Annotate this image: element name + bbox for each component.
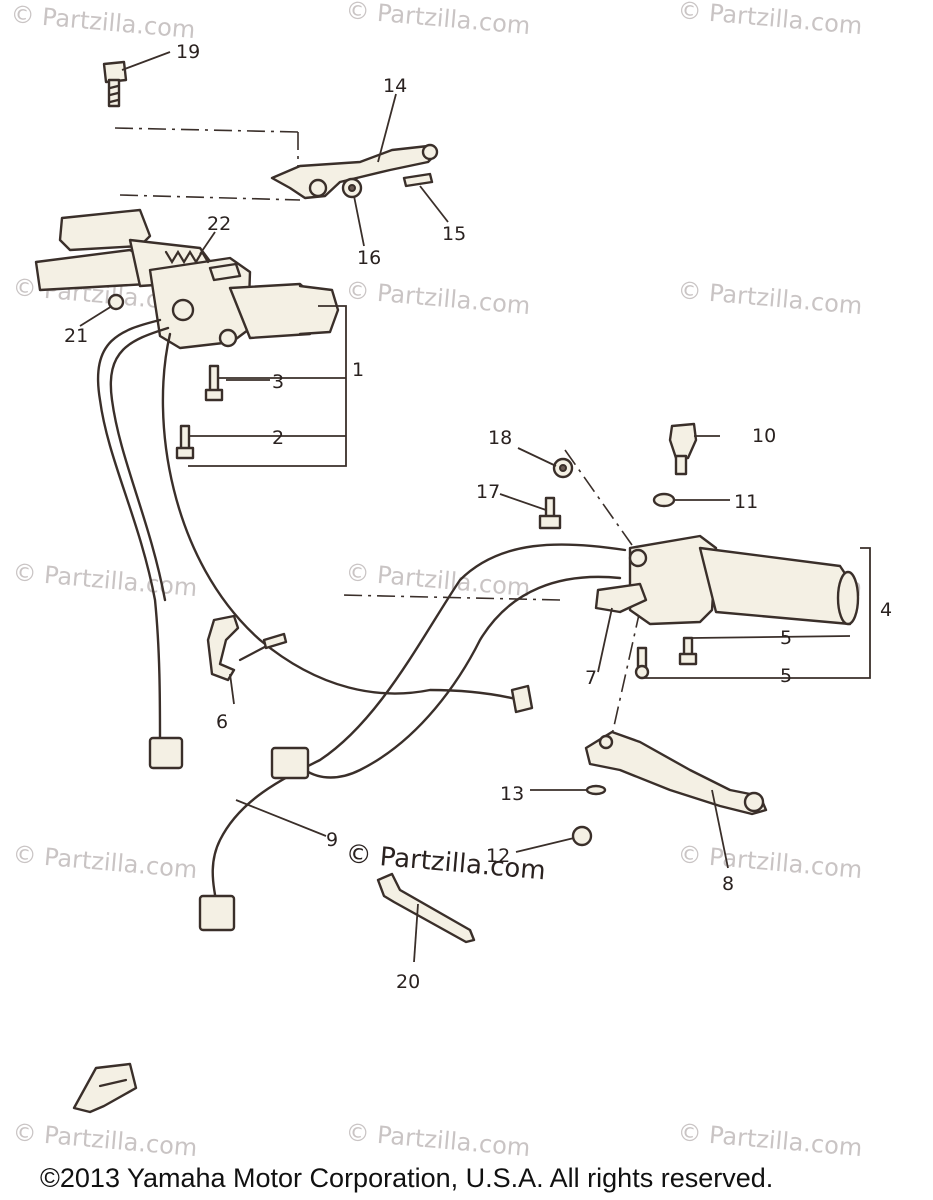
part-18-nut [552,457,574,479]
callout-22: 22 [207,213,231,235]
part-12-nut [571,825,593,847]
callout-4: 4 [880,599,892,621]
part-8-clutch-lever [584,730,768,816]
callout-19: 19 [176,41,200,63]
callout-7: 7 [585,667,597,689]
callout-10: 10 [752,425,776,447]
watermark: © Partzilla.com [676,1118,863,1162]
part-3-screw [204,364,224,402]
callout-14: 14 [383,75,407,97]
part-20-cable-band [376,872,476,944]
part-2-screw [175,424,195,460]
part-19-bolt [102,60,128,108]
watermark: © Partzilla.com [344,276,531,320]
callout-5-lower: 5 [780,665,792,687]
right-cable-harness [198,543,627,932]
watermark-center: © Partzilla.com [344,839,546,886]
watermark: © Partzilla.com [676,0,863,40]
part-15-screw [402,172,434,188]
front-direction-arrow-icon [72,1062,138,1114]
callout-12: 12 [486,845,510,867]
watermark: © Partzilla.com [676,840,863,884]
callout-20: 20 [396,971,420,993]
copyright-footer: ©2013 Yamaha Motor Corporation, U.S.A. A… [40,1163,773,1193]
part-5-screw-lower [634,646,650,680]
alignment-lines [114,127,641,736]
watermark: © Partzilla.com [11,840,198,884]
left-cable-harness [96,318,534,770]
watermark: © Partzilla.com [9,0,196,44]
part-10-knob [668,422,698,476]
leader-lines [79,51,871,963]
callout-13: 13 [500,783,524,805]
part-17-bolt [538,496,562,530]
watermark: © Partzilla.com [344,0,531,40]
part-6-cable-clamp [206,614,288,682]
watermark: © Partzilla.com [344,558,531,602]
callout-3: 3 [272,371,284,393]
watermark: © Partzilla.com [11,1118,198,1162]
callout-6: 6 [216,711,228,733]
callout-11: 11 [734,491,758,513]
right-switch-assembly [594,534,860,626]
part-13-washer [585,784,607,796]
callout-labels: 19 14 15 16 22 21 1 3 2 18 17 10 11 4 5 … [64,41,892,993]
callout-16: 16 [357,247,381,269]
part-11-washer [652,492,676,508]
part-16-nut [341,177,363,199]
callout-15: 15 [442,223,466,245]
watermark: © Partzilla.com [344,1118,531,1162]
left-switch-assembly [34,208,340,350]
callout-17: 17 [476,481,500,503]
callout-21: 21 [64,325,88,347]
part-21-screw [107,293,125,311]
callout-18: 18 [488,427,512,449]
watermark: © Partzilla.com [11,558,198,602]
callout-9: 9 [326,829,338,851]
callout-2: 2 [272,427,284,449]
callout-8: 8 [722,873,734,895]
part-14-front-brake-lever [270,143,439,200]
watermark: © Partzilla.com [676,276,863,320]
callout-5-upper: 5 [780,627,792,649]
part-5-screw-upper [678,636,698,666]
callout-1: 1 [352,359,364,381]
